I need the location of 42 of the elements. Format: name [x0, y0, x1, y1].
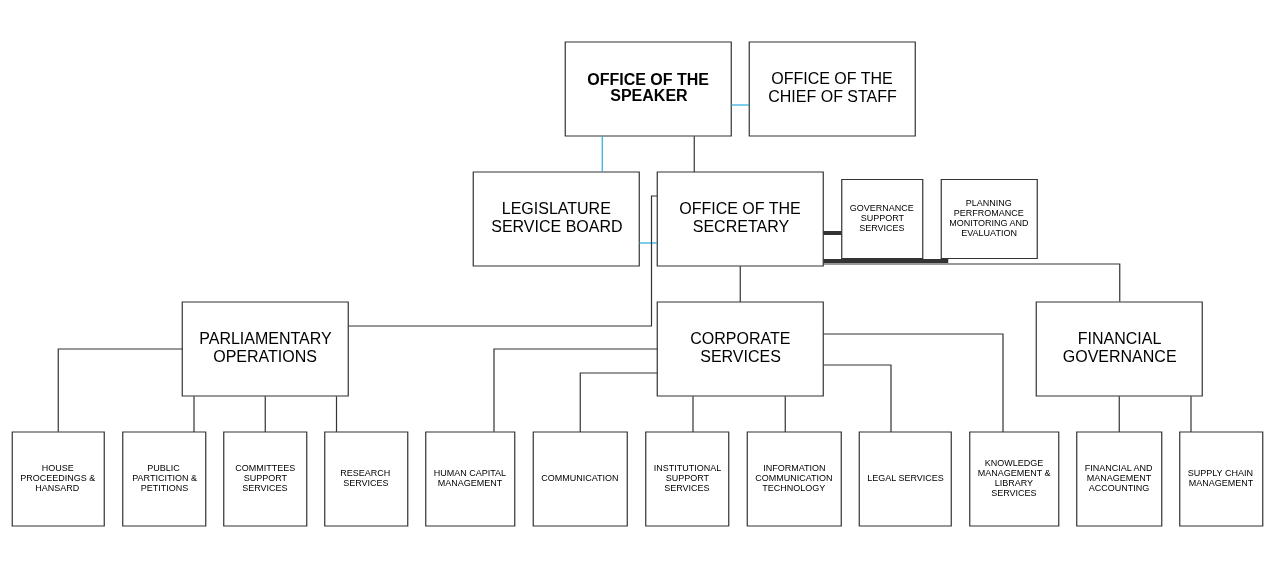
connector — [335, 395, 338, 433]
connector — [823, 231, 842, 235]
node-box: OFFICE OF THE CHIEF OF STAFF — [748, 41, 916, 137]
connector — [784, 395, 786, 433]
connector — [730, 104, 750, 106]
connector — [193, 395, 195, 433]
node-box: SUPPLY CHAIN MANAGEMENT — [1179, 431, 1264, 527]
node-box: HOUSE PROCEEDINGS & HANSARD — [11, 431, 105, 527]
connector — [822, 333, 1004, 433]
connector — [638, 242, 658, 244]
node-box: PLANNING PERFROMANCE MONITORING AND EVALUATION — [940, 178, 1038, 260]
node-box: PUBLIC PARTICITION & PETITIONS — [122, 431, 207, 527]
node-box: RESEARCH SERVICES — [324, 431, 409, 527]
node-box: GOVERNANCE SUPPORT SERVICES — [841, 178, 924, 260]
node-box: HUMAN CAPITAL MANAGEMENT — [425, 431, 516, 527]
node-box: INSTITUTIONAL SUPPORT SERVICES — [645, 431, 730, 527]
node-box: INFORMATION COMMUNICATION TECHNOLOGY — [746, 431, 842, 527]
connector — [347, 195, 658, 327]
connector — [601, 135, 603, 173]
connector — [693, 135, 695, 173]
node-box: LEGAL SERVICES — [858, 431, 952, 527]
node-box: PARLIAMENTARY OPERATIONS — [181, 301, 349, 397]
connector — [264, 395, 266, 433]
node-box: KNOWLEDGE MANAGEMENT & LIBRARY SERVICES — [969, 431, 1060, 527]
connector — [822, 263, 1121, 303]
connector — [822, 364, 892, 433]
node-box: CORPORATE SERVICES — [656, 301, 824, 397]
node-box: OFFICE OF THE SECRETARY — [656, 171, 824, 267]
connector — [823, 258, 949, 263]
node-box: FINANCIAL AND MANAGEMENT ACCOUNTING — [1076, 431, 1163, 527]
node-box: COMMUNICATION — [532, 431, 628, 527]
connector — [579, 372, 658, 433]
node-box: LEGISLATURE SERVICE BOARD — [472, 171, 640, 267]
connector — [739, 265, 741, 303]
connector — [493, 348, 658, 433]
connector — [1190, 395, 1192, 433]
connector — [692, 395, 694, 433]
node-box: COMMITTEES SUPPORT SERVICES — [223, 431, 308, 527]
node-box: FINANCIAL GOVERNANCE — [1035, 301, 1203, 397]
node-box: OFFICE OF THE SPEAKER — [564, 41, 732, 137]
connector — [57, 348, 183, 433]
connector — [1118, 395, 1120, 433]
